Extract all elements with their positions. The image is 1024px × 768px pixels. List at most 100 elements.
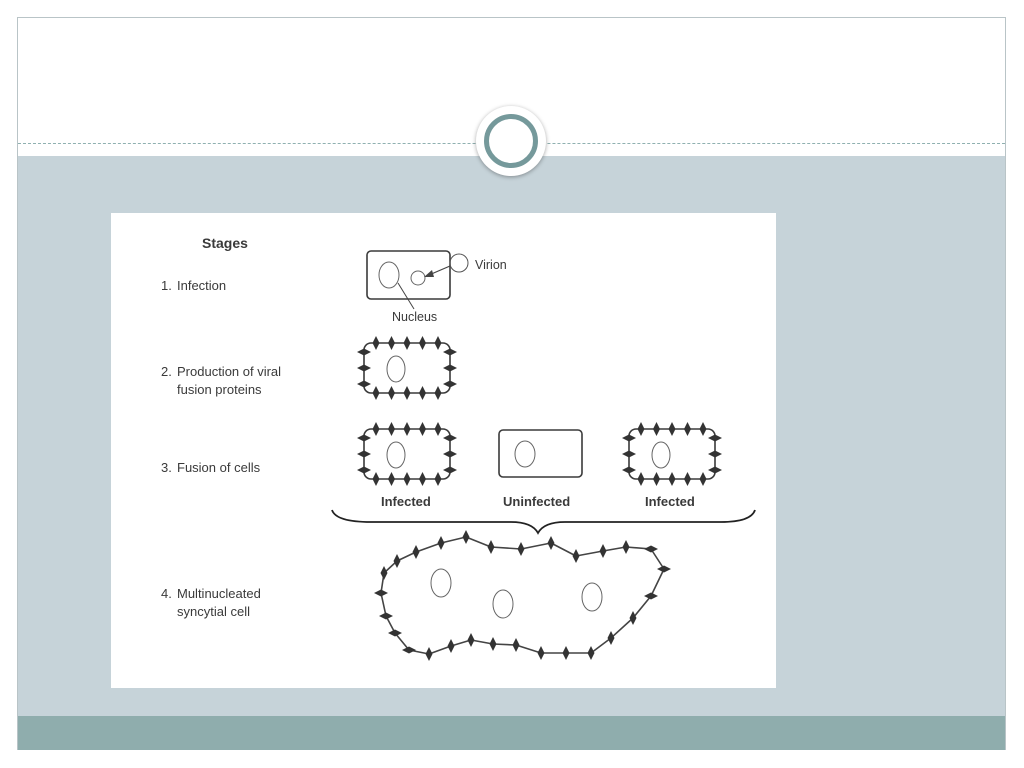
syncytium-fusion-protein bbox=[447, 639, 455, 653]
stage-2-infected-cell-fusion-protein bbox=[388, 336, 395, 350]
stage-3-infected-cell-right-fusion-protein bbox=[684, 472, 691, 486]
stage-3-infected-cell-right-fusion-protein bbox=[699, 472, 707, 486]
stage-1-label: Infection bbox=[177, 278, 227, 293]
stage-2-infected-cell-fusion-protein bbox=[357, 348, 371, 356]
syncytium-fusion-protein bbox=[607, 631, 615, 645]
syncytium-fusion-protein bbox=[657, 565, 671, 573]
syncytium-fusion-protein bbox=[374, 589, 388, 597]
stage-2-label-line2: fusion proteins bbox=[177, 382, 262, 397]
stage-3-infected-cell-left-fusion-protein bbox=[443, 450, 457, 458]
syncytium-fusion-protein bbox=[412, 545, 420, 559]
stage-2-infected-cell-fusion-protein bbox=[403, 336, 411, 350]
virion-label: Virion bbox=[475, 258, 507, 272]
stage-1-number: 1. bbox=[161, 278, 172, 293]
syncytium-fusion-protein bbox=[629, 611, 637, 625]
stage-3-label: Fusion of cells bbox=[177, 460, 261, 475]
stage-3-uninfected-cell-membrane bbox=[498, 429, 583, 478]
stage-1-virion-inside bbox=[410, 270, 426, 286]
syncytium-diagram: Stages 1. Infection 2. Production of vir… bbox=[111, 213, 776, 688]
stage-3-number: 3. bbox=[161, 460, 172, 475]
syncytium-nucleus-3 bbox=[581, 582, 603, 612]
virion-arrowhead bbox=[424, 270, 434, 277]
syncytium-fusion-protein bbox=[487, 540, 495, 554]
syncytium-fusion-protein bbox=[644, 592, 658, 600]
stage-3-infected-cell-right-fusion-protein bbox=[637, 422, 645, 436]
stage-3-infected-cell-left-fusion-protein bbox=[403, 422, 411, 436]
stage-3-infected-cell-right-fusion-protein bbox=[668, 472, 676, 486]
stage-2-infected-cell-fusion-protein bbox=[357, 380, 371, 388]
syncytium-fusion-protein bbox=[393, 554, 401, 568]
stage-3-infected-cell-left-fusion-protein bbox=[443, 466, 457, 474]
caption-infected-right: Infected bbox=[645, 494, 695, 509]
syncytium-fusion-protein bbox=[467, 633, 475, 647]
stage-3-infected-cell-left-fusion-protein bbox=[434, 422, 442, 436]
syncytium-fusion-protein bbox=[512, 638, 520, 652]
stage-3-infected-cell-left-fusion-protein bbox=[357, 434, 371, 442]
syncytium-fusion-protein bbox=[644, 545, 658, 553]
syncytium-fusion-protein bbox=[462, 530, 470, 544]
syncytium-nucleus-1 bbox=[430, 568, 452, 598]
stage-1-nucleus bbox=[378, 261, 400, 289]
virion-icon bbox=[449, 253, 469, 273]
stage-3-infected-cell-left-membrane bbox=[363, 428, 451, 480]
stage-3-infected-cell-left-fusion-protein bbox=[419, 472, 426, 486]
stage-2-number: 2. bbox=[161, 364, 172, 379]
stages-heading: Stages bbox=[202, 235, 248, 251]
caption-infected-left: Infected bbox=[381, 494, 431, 509]
stage-3-infected-cell-right-fusion-protein bbox=[708, 434, 722, 442]
stage-3-infected-cell-left-fusion-protein bbox=[357, 466, 371, 474]
nucleus-label: Nucleus bbox=[392, 310, 438, 324]
stage-3-infected-cell-right-fusion-protein bbox=[684, 422, 691, 436]
caption-uninfected: Uninfected bbox=[503, 494, 571, 509]
stage-4-label-line1: Multinucleated bbox=[177, 586, 261, 601]
stage-2-infected-cell-fusion-protein bbox=[443, 380, 457, 388]
stage-3-infected-cell-right-fusion-protein bbox=[622, 466, 636, 474]
syncytium-membrane bbox=[380, 536, 665, 655]
stage-3-infected-cell-left-fusion-protein bbox=[403, 472, 411, 486]
syncytium-fusion-protein bbox=[622, 540, 630, 554]
stage-3-infected-cell-left-fusion-protein bbox=[434, 472, 442, 486]
syncytium-fusion-protein bbox=[537, 646, 545, 660]
stage-2-infected-cell-fusion-protein bbox=[443, 348, 457, 356]
stage-2-infected-cell-fusion-protein bbox=[443, 364, 457, 372]
stage-3-infected-cell-right-fusion-protein bbox=[708, 466, 722, 474]
syncytium-fusion-protein bbox=[562, 646, 570, 660]
syncytium-fusion-protein bbox=[402, 646, 416, 654]
stage-2-infected-cell-fusion-protein bbox=[388, 386, 395, 400]
stage-2-infected-cell-fusion-protein bbox=[434, 336, 442, 350]
syncytium-fusion-protein bbox=[379, 612, 393, 620]
stage-2-infected-cell-fusion-protein bbox=[419, 336, 426, 350]
stage-2-infected-cell-fusion-protein bbox=[372, 336, 380, 350]
syncytium-fusion-protein bbox=[587, 646, 595, 660]
stage-3-infected-cell-left-fusion-protein bbox=[372, 422, 380, 436]
stage-3-infected-cell-right-fusion-protein bbox=[653, 422, 660, 436]
stage-3-infected-cell-right-fusion-protein bbox=[668, 422, 676, 436]
stage-3-infected-cell-right-membrane bbox=[628, 428, 716, 480]
stage-2-infected-cell-fusion-protein bbox=[403, 386, 411, 400]
stage-4-number: 4. bbox=[161, 586, 172, 601]
footer-band bbox=[18, 716, 1005, 750]
syncytium-fusion-protein bbox=[489, 637, 497, 651]
stage-3-infected-cell-right-fusion-protein bbox=[699, 422, 707, 436]
stage-3-uninfected-nucleus bbox=[514, 440, 536, 468]
stage-4-label-line2: syncytial cell bbox=[177, 604, 250, 619]
stage-2-infected-cell-membrane bbox=[363, 342, 451, 394]
stage-1-cell-membrane bbox=[366, 250, 451, 300]
syncytium-fusion-protein bbox=[572, 549, 580, 563]
stage-3-infected-cell-left-fusion-protein bbox=[388, 472, 395, 486]
syncytium-fusion-protein bbox=[599, 544, 607, 558]
stage-3-infected-cell-right-fusion-protein bbox=[622, 450, 636, 458]
stage-3-infected-cell-right-fusion-protein bbox=[708, 450, 722, 458]
stage-3-infected-cell-left-fusion-protein bbox=[388, 422, 395, 436]
stage-2-infected-cell-fusion-protein bbox=[357, 364, 371, 372]
stage-3-infected-cell-right-fusion-protein bbox=[622, 434, 636, 442]
stage-3-infected-cell-right-fusion-protein bbox=[637, 472, 645, 486]
stage-2-infected-cell-nucleus bbox=[386, 355, 406, 383]
stage-3-infected-cell-left-fusion-protein bbox=[357, 450, 371, 458]
syncytium-fusion-protein bbox=[380, 566, 388, 580]
stage-3-infected-cell-left-fusion-protein bbox=[372, 472, 380, 486]
stage-3-infected-cell-right-fusion-protein bbox=[653, 472, 660, 486]
syncytium-fusion-protein bbox=[425, 647, 433, 661]
ring-ornament-icon bbox=[476, 106, 546, 176]
syncytium-nucleus-2 bbox=[492, 589, 514, 619]
